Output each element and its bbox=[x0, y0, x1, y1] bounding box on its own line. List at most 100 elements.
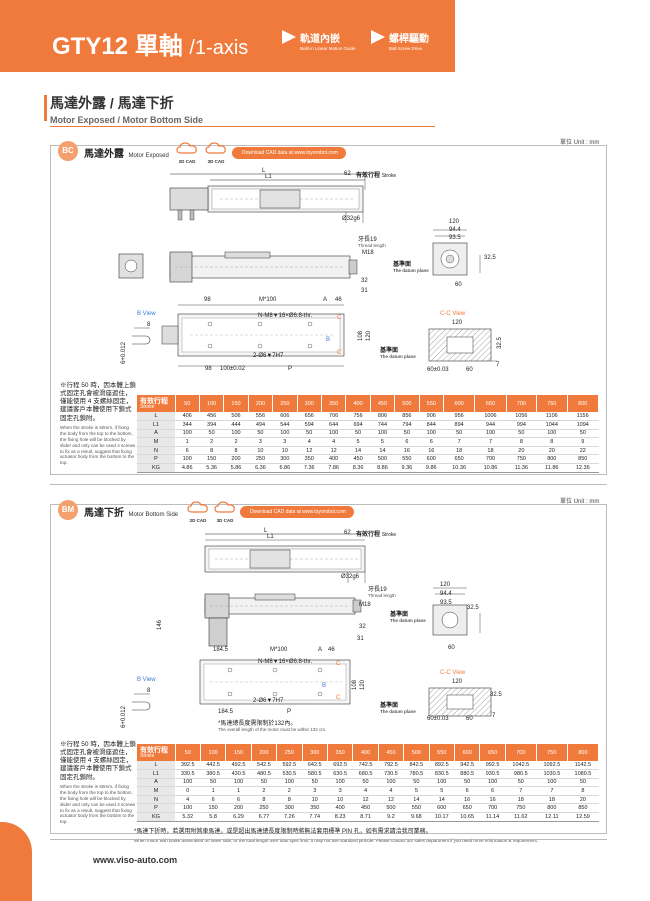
table-cell: 50 bbox=[394, 429, 420, 439]
table-cell: 4 bbox=[321, 437, 346, 447]
datum-plane-label: 基準面 The datum plane bbox=[393, 262, 429, 273]
unit-label: 單位 Unit : mm bbox=[560, 140, 600, 146]
stroke-column-header: 550 bbox=[419, 395, 444, 412]
b-view-drawing bbox=[132, 327, 151, 345]
cloud-icon bbox=[214, 501, 235, 513]
table-cell: 1092.5 bbox=[536, 761, 568, 771]
table-cell: 6 bbox=[225, 795, 252, 805]
table-cell: 750 bbox=[506, 454, 537, 465]
table-cell: 300 bbox=[276, 803, 303, 814]
table-cell: 380.5 bbox=[200, 769, 226, 779]
table-cell: 100 bbox=[378, 778, 404, 788]
datum-plane-label: 基準面 The datum plane bbox=[380, 703, 416, 714]
table-cell: 780.5 bbox=[403, 769, 430, 779]
table-cell: 544 bbox=[272, 420, 298, 430]
table-cell: 5 bbox=[345, 437, 371, 447]
stroke-column-header: 300 bbox=[302, 744, 328, 761]
table-cell: 14 bbox=[429, 795, 455, 805]
table-cell: 100 bbox=[536, 429, 567, 439]
footer-website[interactable]: www.viso-auto.com bbox=[93, 855, 178, 865]
table-cell: 9 bbox=[567, 437, 599, 447]
table-cell: 8 bbox=[506, 437, 537, 447]
motor-length-note: *馬達總長度需限制於132內。 The overall length of th… bbox=[218, 721, 327, 732]
table-cell: 680.5 bbox=[352, 769, 379, 779]
download-cad-link[interactable]: Download CAD data at www.toyorobot.com bbox=[232, 147, 346, 159]
table-cell: 6 bbox=[419, 437, 444, 447]
table-cell: 656 bbox=[297, 412, 322, 422]
table-cell: 9.36 bbox=[394, 463, 420, 473]
cad-3d-download[interactable]: 3D CAD bbox=[214, 500, 236, 523]
table-cell: 844 bbox=[419, 420, 444, 430]
table-cell: 442.5 bbox=[200, 761, 226, 771]
end-view-drawing bbox=[432, 587, 481, 636]
stroke-column-header: 700 bbox=[505, 744, 537, 761]
table-cell: 2 bbox=[276, 786, 303, 796]
table-cell: 50 bbox=[248, 429, 273, 439]
table-cell: 300 bbox=[272, 454, 298, 465]
b-view-drawing bbox=[132, 693, 151, 711]
table-cell: 10 bbox=[302, 795, 328, 805]
table-cell: 50 bbox=[506, 429, 537, 439]
cad-3d-download[interactable]: 3D CAD bbox=[205, 141, 227, 164]
table-cell: 1 bbox=[175, 437, 200, 447]
table-cell: 4.86 bbox=[175, 463, 200, 473]
table-cell: 480.5 bbox=[251, 769, 277, 779]
table-cell: 10 bbox=[327, 795, 353, 805]
cad-2d-download[interactable]: 2D CAD bbox=[176, 141, 198, 164]
table-cell: 556 bbox=[248, 412, 273, 422]
table-cell: 400 bbox=[327, 803, 353, 814]
cc-view-drawing bbox=[428, 328, 497, 362]
table-cell: 6.29 bbox=[225, 812, 252, 822]
model-subtitle: /1-axis bbox=[189, 37, 249, 59]
table-cell: 150 bbox=[200, 803, 226, 814]
thread-length-label: 牙長19 Thread length bbox=[358, 237, 386, 248]
table-cell: 500 bbox=[378, 803, 404, 814]
table-cell: 12 bbox=[352, 795, 379, 805]
table-cell: 492.5 bbox=[225, 761, 252, 771]
section-title-bar bbox=[44, 95, 47, 121]
table-cell: 5 bbox=[429, 786, 455, 796]
table-cell: 4 bbox=[378, 786, 404, 796]
table-cell: 100 bbox=[225, 778, 252, 788]
table-cell: 344 bbox=[175, 420, 200, 430]
table-cell: 730.5 bbox=[378, 769, 404, 779]
stroke-column-header: 550 bbox=[429, 744, 455, 761]
cc-view-drawing bbox=[428, 687, 492, 717]
table-cell: 1106 bbox=[536, 412, 567, 422]
bottom-view-drawing bbox=[199, 659, 351, 705]
table-cell: 1080.5 bbox=[567, 769, 599, 779]
stroke-column-header: 750 bbox=[536, 395, 568, 412]
table-cell: 7 bbox=[536, 786, 568, 796]
table-cell: 5.8 bbox=[200, 812, 226, 822]
cad-2d-download[interactable]: 2D CAD bbox=[187, 500, 209, 523]
table-cell: 5 bbox=[403, 786, 430, 796]
stroke-column-header: 750 bbox=[536, 744, 568, 761]
table-cell: 2 bbox=[223, 437, 249, 447]
table-cell: 50 bbox=[505, 778, 537, 788]
stroke-column-header: 100 bbox=[199, 395, 225, 412]
table-cell: 992.5 bbox=[479, 761, 506, 771]
page-tab bbox=[0, 822, 32, 901]
table-cell: 350 bbox=[302, 803, 328, 814]
download-cad-link[interactable]: Download CAD data at www.toyorobot.com bbox=[240, 506, 354, 518]
table-cell: 12.36 bbox=[567, 463, 599, 473]
table-cell: 11.86 bbox=[536, 463, 567, 473]
table-cell: 7.74 bbox=[302, 812, 328, 822]
table-cell: 550 bbox=[394, 454, 420, 465]
row-label-cell: M bbox=[137, 437, 175, 447]
table-cell: 430.5 bbox=[225, 769, 252, 779]
table-cell: 1094 bbox=[567, 420, 599, 430]
table-cell: 850 bbox=[567, 803, 599, 814]
stroke-column-header: 50 bbox=[175, 744, 201, 761]
row-label-cell: L bbox=[137, 761, 175, 771]
table-cell: 100 bbox=[479, 778, 506, 788]
table-cell: 392.5 bbox=[175, 761, 201, 771]
table-cell: 942.5 bbox=[454, 761, 480, 771]
table-cell: 980.5 bbox=[505, 769, 537, 779]
